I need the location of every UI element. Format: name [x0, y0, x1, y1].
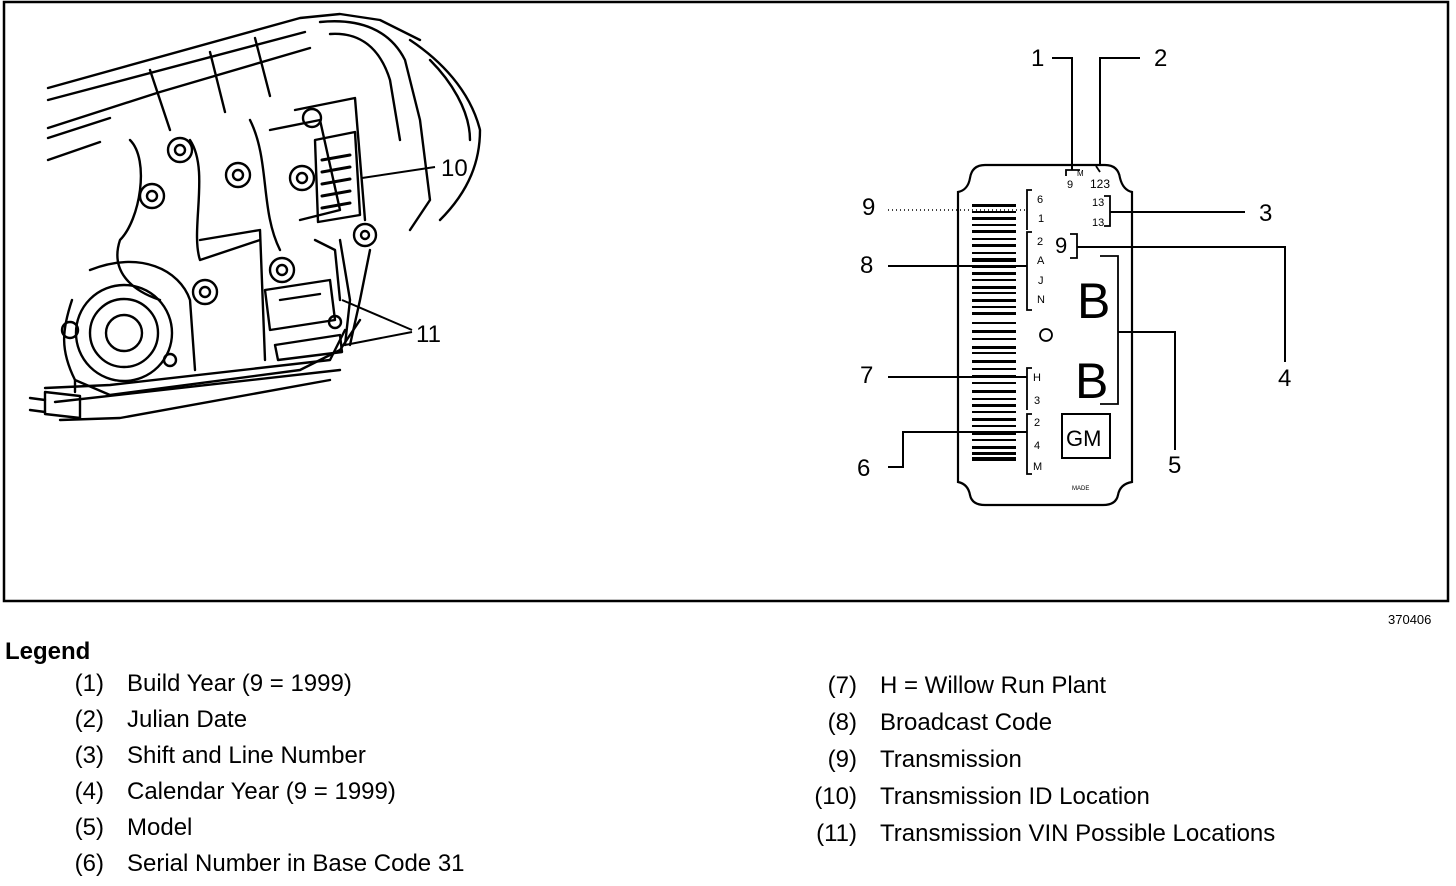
- legend-item-5: (5) Model: [0, 814, 700, 850]
- broadcast-char-2: 1: [1038, 213, 1044, 225]
- legend-item-8: (8) Broadcast Code: [760, 709, 1420, 746]
- callout-4: 4: [1278, 365, 1291, 392]
- legend-item-number: (8): [827, 709, 857, 736]
- barcode: [972, 204, 1016, 461]
- broadcast-char-5: J: [1038, 275, 1044, 287]
- gm-logo-box: [1061, 413, 1111, 459]
- transmission-illustration: [28, 12, 482, 422]
- legend-item-1: (1) Build Year (9 = 1999): [0, 670, 700, 706]
- legend-item-7: (7) H = Willow Run Plant: [760, 672, 1420, 709]
- broadcast-char-6: N: [1037, 294, 1045, 306]
- serial-char-5: M: [1033, 461, 1042, 473]
- broadcast-char-1: 6: [1037, 194, 1043, 206]
- callout-8: 8: [860, 252, 873, 279]
- legend-title: Legend: [5, 638, 91, 665]
- legend-item-text: Transmission: [880, 746, 1022, 773]
- julian-date-digits: 123: [1090, 177, 1110, 191]
- legend-column-right: (7) H = Willow Run Plant (8) Broadcast C…: [760, 672, 1420, 857]
- callout-10: 10: [441, 155, 468, 182]
- legend-item-number: (7): [827, 672, 857, 699]
- calendar-year-digit: 9: [1055, 233, 1067, 258]
- legend-item-text: Broadcast Code: [880, 709, 1053, 736]
- legend-item-9: (9) Transmission: [760, 746, 1420, 783]
- legend-item-3: (3) Shift and Line Number: [0, 742, 700, 778]
- legend-item-number: (4): [74, 778, 104, 805]
- callout-6: 6: [857, 455, 870, 482]
- serial-char-3: 2: [1034, 417, 1040, 429]
- legend-item-number: (3): [74, 742, 104, 769]
- legend-item-text: Serial Number in Base Code 31: [127, 850, 465, 877]
- legend-item-number: (5): [74, 814, 104, 841]
- serial-char-4: 4: [1034, 440, 1040, 452]
- broadcast-char-4: A: [1037, 255, 1045, 267]
- legend-item-text: Transmission ID Location: [880, 783, 1150, 810]
- legend-item-text: Shift and Line Number: [127, 742, 366, 769]
- legend-item-text: Build Year (9 = 1999): [127, 670, 352, 697]
- shift-number-1: 13: [1092, 197, 1104, 209]
- model-letter-2: B: [1075, 353, 1108, 409]
- legend-column-left: (1) Build Year (9 = 1999) (2) Julian Dat…: [0, 670, 700, 886]
- footer-mark: MADE: [1072, 486, 1089, 492]
- callout-9: 9: [862, 194, 875, 221]
- legend-item-text: Model: [127, 814, 193, 841]
- legend-item-6: (6) Serial Number in Base Code 31: [0, 850, 700, 886]
- small-m: M: [1077, 169, 1084, 178]
- build-year-digit: 9: [1067, 179, 1073, 191]
- legend-item-text: Calendar Year (9 = 1999): [127, 778, 396, 805]
- serial-char-1: H: [1033, 372, 1041, 384]
- legend-item-number: (1): [74, 670, 104, 697]
- callout-7: 7: [860, 362, 873, 389]
- legend-item-text: Transmission VIN Possible Locations: [880, 820, 1276, 847]
- legend-item-number: (9): [827, 746, 857, 773]
- legend-item-text: Julian Date: [127, 706, 248, 733]
- figure-number: 370406: [1388, 612, 1431, 627]
- gm-logo-text: GM: [1066, 426, 1101, 451]
- serial-char-2: 3: [1034, 395, 1040, 407]
- legend-item-number: (6): [74, 850, 104, 877]
- callout-11: 11: [416, 321, 441, 348]
- figure-frame: [2, 0, 1450, 603]
- callout-1: 1: [1031, 45, 1044, 72]
- legend-item-10: (10) Transmission ID Location: [760, 783, 1420, 820]
- shift-number-2: 13: [1092, 217, 1104, 229]
- legend-item-4: (4) Calendar Year (9 = 1999): [0, 778, 700, 814]
- callout-2: 2: [1154, 45, 1167, 72]
- legend-item-number: (11): [816, 820, 857, 847]
- legend-item-2: (2) Julian Date: [0, 706, 700, 742]
- hole-circle: [1039, 328, 1053, 342]
- broadcast-char-3: 2: [1037, 236, 1043, 248]
- model-letter-1: B: [1077, 273, 1110, 329]
- callout-3: 3: [1259, 200, 1272, 227]
- legend-item-number: (10): [814, 783, 857, 810]
- callout-5: 5: [1168, 452, 1181, 479]
- legend-item-text: H = Willow Run Plant: [880, 672, 1107, 699]
- legend-item-number: (2): [74, 706, 104, 733]
- id-label: 6 1 2 A J N H 3 2 4 M: [956, 163, 1134, 507]
- legend-item-11: (11) Transmission VIN Possible Locations: [760, 820, 1420, 857]
